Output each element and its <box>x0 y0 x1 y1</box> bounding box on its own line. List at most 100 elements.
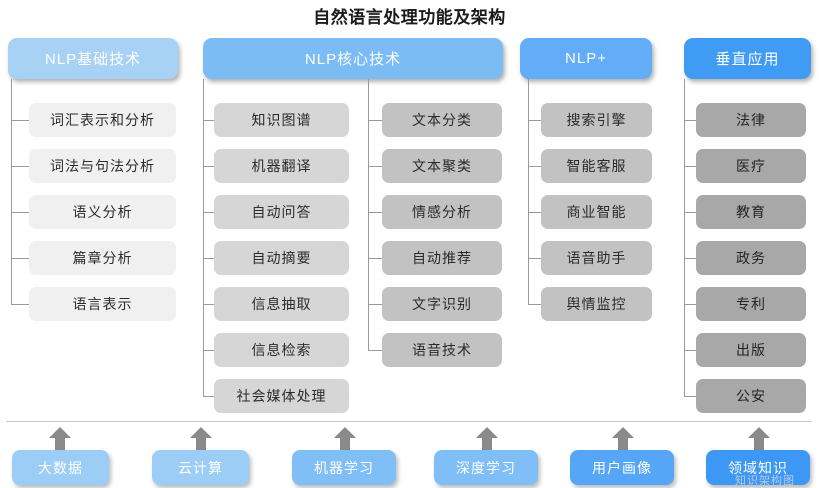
connector-branch <box>203 396 214 397</box>
leaf-node[interactable]: 词汇表示和分析 <box>29 103 176 137</box>
leaf-node[interactable]: 文字识别 <box>382 287 502 321</box>
leaf-node[interactable]: 搜索引擎 <box>541 103 652 137</box>
leaf-node-label: 搜索引擎 <box>566 112 627 128</box>
connector-trunk <box>684 79 685 396</box>
leaf-node[interactable]: 商业智能 <box>541 195 652 229</box>
foundation-item[interactable]: 领域知识 <box>706 450 810 485</box>
foundation-item-label: 大数据 <box>38 459 83 476</box>
up-arrow-icon <box>746 427 772 450</box>
leaf-node-label: 专利 <box>736 296 766 312</box>
connector-branch <box>368 166 382 167</box>
column-header-3[interactable]: NLP+ <box>520 38 652 79</box>
leaf-node[interactable]: 篇章分析 <box>29 241 176 275</box>
leaf-node[interactable]: 智能客服 <box>541 149 652 183</box>
connector-branch <box>684 166 696 167</box>
connector-trunk <box>11 79 12 304</box>
leaf-node[interactable]: 医疗 <box>696 149 806 183</box>
column-header-1[interactable]: NLP基础技术 <box>8 38 178 79</box>
leaf-node[interactable]: 自动推荐 <box>382 241 502 275</box>
leaf-node-label: 信息抽取 <box>251 296 312 312</box>
watermark-text: 知识架构图 <box>735 475 795 487</box>
leaf-node[interactable]: 专利 <box>696 287 806 321</box>
connector-branch <box>368 304 382 305</box>
leaf-node-label: 语音助手 <box>566 250 627 266</box>
leaf-node[interactable]: 舆情监控 <box>541 287 652 321</box>
leaf-node-label: 医疗 <box>736 158 766 174</box>
connector-branch <box>11 120 29 121</box>
leaf-node-label: 教育 <box>736 204 766 220</box>
leaf-node-label: 语言表示 <box>72 296 133 312</box>
leaf-node[interactable]: 信息检索 <box>214 333 349 367</box>
connector-branch <box>203 350 214 351</box>
connector-branch <box>203 166 214 167</box>
leaf-node-label: 词法与句法分析 <box>50 158 155 174</box>
connector-branch <box>528 166 541 167</box>
leaf-node[interactable]: 信息抽取 <box>214 287 349 321</box>
connector-branch <box>11 212 29 213</box>
connector-branch <box>528 304 541 305</box>
leaf-node-label: 出版 <box>736 342 766 358</box>
column-header-2[interactable]: NLP核心技术 <box>203 38 503 79</box>
leaf-node-label: 自动推荐 <box>412 250 472 266</box>
leaf-node[interactable]: 情感分析 <box>382 195 502 229</box>
foundation-item[interactable]: 云计算 <box>152 450 249 485</box>
connector-branch <box>368 212 382 213</box>
leaf-node-label: 词汇表示和分析 <box>50 112 155 128</box>
foundation-item[interactable]: 机器学习 <box>292 450 396 485</box>
connector-branch <box>684 350 696 351</box>
leaf-node-label: 自动问答 <box>251 204 312 220</box>
leaf-node-label: 语义分析 <box>72 204 133 220</box>
leaf-node[interactable]: 教育 <box>696 195 806 229</box>
leaf-node[interactable]: 自动摘要 <box>214 241 349 275</box>
leaf-node[interactable]: 语音助手 <box>541 241 652 275</box>
leaf-node-label: 语音技术 <box>412 342 472 358</box>
connector-branch <box>684 396 696 397</box>
up-arrow-icon <box>188 427 214 450</box>
leaf-node[interactable]: 法律 <box>696 103 806 137</box>
connector-branch <box>684 258 696 259</box>
connector-branch <box>684 212 696 213</box>
leaf-node[interactable]: 语义分析 <box>29 195 176 229</box>
leaf-node[interactable]: 语音技术 <box>382 333 502 367</box>
connector-branch <box>684 120 696 121</box>
connector-branch <box>203 304 214 305</box>
foundation-divider <box>6 421 812 422</box>
foundation-item-label: 云计算 <box>178 459 223 476</box>
up-arrow-icon <box>332 427 358 450</box>
foundation-item-label: 深度学习 <box>456 459 516 476</box>
leaf-node[interactable]: 词法与句法分析 <box>29 149 176 183</box>
leaf-node-label: 公安 <box>736 388 766 404</box>
leaf-node[interactable]: 自动问答 <box>214 195 349 229</box>
connector-branch <box>684 304 696 305</box>
leaf-node-label: 文本聚类 <box>412 158 472 174</box>
connector-branch <box>368 350 382 351</box>
leaf-node-label: 社会媒体处理 <box>236 388 327 404</box>
up-arrow-icon <box>610 427 636 450</box>
connector-branch <box>11 166 29 167</box>
leaf-node-label: 文字识别 <box>412 296 472 312</box>
connector-trunk <box>203 79 204 396</box>
leaf-node[interactable]: 公安 <box>696 379 806 413</box>
leaf-node[interactable]: 知识图谱 <box>214 103 349 137</box>
leaf-node-label: 机器翻译 <box>251 158 312 174</box>
leaf-node-label: 篇章分析 <box>72 250 133 266</box>
leaf-node[interactable]: 语言表示 <box>29 287 176 321</box>
leaf-node[interactable]: 政务 <box>696 241 806 275</box>
leaf-node[interactable]: 出版 <box>696 333 806 367</box>
leaf-node[interactable]: 文本分类 <box>382 103 502 137</box>
foundation-item[interactable]: 大数据 <box>12 450 109 485</box>
column-header-label: NLP+ <box>565 50 607 67</box>
foundation-item[interactable]: 用户画像 <box>570 450 674 485</box>
column-header-4[interactable]: 垂直应用 <box>684 38 811 79</box>
connector-branch <box>203 258 214 259</box>
leaf-node[interactable]: 机器翻译 <box>214 149 349 183</box>
leaf-node-label: 政务 <box>736 250 766 266</box>
leaf-node[interactable]: 社会媒体处理 <box>214 379 349 413</box>
connector-branch <box>203 212 214 213</box>
leaf-node-label: 自动摘要 <box>251 250 312 266</box>
leaf-node[interactable]: 文本聚类 <box>382 149 502 183</box>
connector-trunk <box>368 79 369 350</box>
foundation-item[interactable]: 深度学习 <box>434 450 538 485</box>
connector-branch <box>203 120 214 121</box>
